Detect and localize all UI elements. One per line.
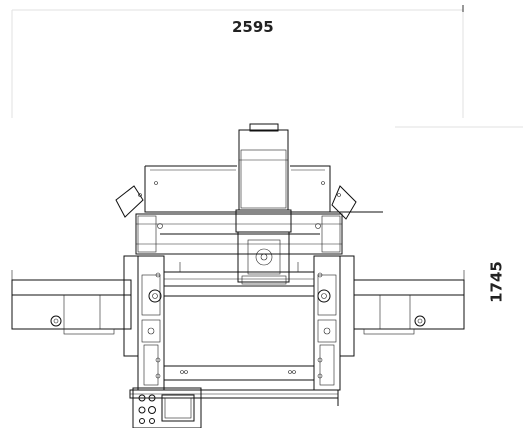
upper-frame (115, 165, 383, 220)
control-panel (132, 387, 202, 428)
right-column (313, 255, 355, 391)
height-dimension-label: 1745 (487, 261, 506, 303)
machine-base (129, 389, 339, 406)
carriage-rails (163, 262, 315, 297)
cross-beam (135, 213, 343, 255)
right-side-table (353, 270, 465, 335)
width-dimension-guides (11, 5, 523, 128)
work-table (155, 295, 323, 381)
left-column (123, 255, 165, 391)
width-dimension-label: 2595 (232, 18, 274, 36)
left-side-table (11, 270, 132, 335)
gantry-tower (235, 123, 292, 285)
